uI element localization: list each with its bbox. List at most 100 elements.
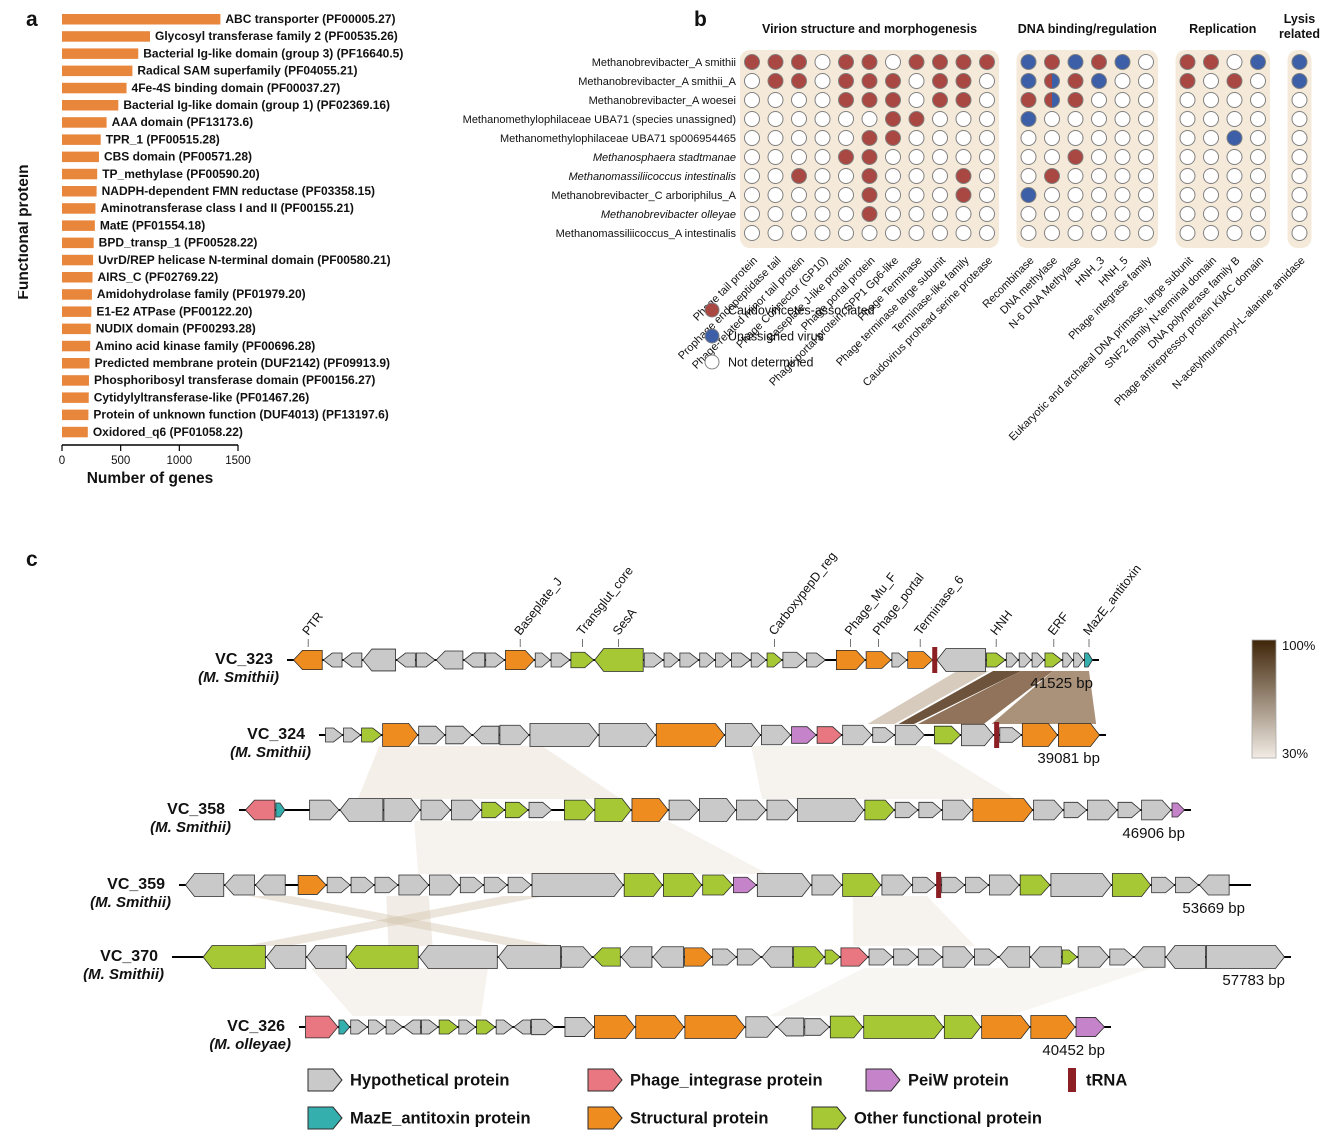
- presence-dot: [1226, 187, 1243, 203]
- gene-arrow-hyp: [485, 652, 506, 668]
- gene-arrow-hyp: [776, 1017, 805, 1037]
- gene-arrow-hyp: [445, 725, 473, 745]
- presence-dot: [932, 225, 948, 241]
- presence-dot: [1044, 187, 1060, 203]
- gene-arrow-hyp: [736, 948, 762, 966]
- group-title: DNA binding/regulation: [1018, 22, 1157, 36]
- presence-dot: [1114, 225, 1131, 241]
- presence-dot: [1091, 73, 1107, 89]
- presence-dot: [885, 225, 901, 241]
- bar-label: Bacterial Ig-like domain (group 1) (PF02…: [123, 98, 390, 112]
- gene-arrow-oth: [202, 945, 266, 969]
- gene-arrow-oth: [592, 947, 621, 967]
- gene-arrow-hyp: [184, 873, 225, 897]
- synteny-ribbon: [310, 968, 488, 1016]
- gene-arrow-str: [836, 649, 866, 671]
- presence-dot: [1067, 225, 1084, 241]
- bar-label: AIRS_C (PF02769.22): [98, 270, 219, 284]
- presence-dot: [814, 111, 831, 127]
- legend-label: Other functional protein: [854, 1110, 1042, 1128]
- bar-label: 4Fe-4S binding domain (PF00037.27): [132, 81, 341, 95]
- contig-name: VC_323: [215, 651, 273, 668]
- presence-dot: [1044, 130, 1060, 146]
- gene-arrow-hyp: [497, 945, 561, 969]
- legend-label: Unassigned virus: [728, 330, 824, 344]
- gene-arrow-hyp: [450, 799, 482, 821]
- presence-dot: [979, 168, 995, 184]
- contig-length: 57783 bp: [1222, 972, 1285, 989]
- presence-dot: [814, 54, 831, 70]
- presence-dot: [814, 168, 831, 184]
- contig-host: (M. Smithii): [198, 669, 279, 686]
- presence-dot: [1179, 111, 1196, 127]
- presence-dot: [1250, 149, 1266, 165]
- presence-dot: [979, 111, 995, 127]
- gene-arrow-hyp: [1005, 652, 1019, 668]
- gene-arrow-hyp: [1141, 799, 1172, 821]
- presence-dot: [979, 54, 995, 70]
- gene-arrow-hyp: [941, 876, 966, 894]
- presence-dot: [1067, 187, 1084, 203]
- presence-dot: [1291, 92, 1308, 108]
- presence-dot: [1291, 206, 1308, 222]
- presence-dot: [979, 92, 995, 108]
- gene-label: Baseplate_J: [512, 575, 565, 638]
- gene-arrow-str: [635, 1015, 685, 1039]
- x-tick-label: 1500: [225, 455, 251, 467]
- gene-arrow-oth: [933, 725, 962, 745]
- bar: [62, 151, 99, 163]
- gene-arrow-hyp: [350, 876, 375, 894]
- gene-arrow-hyp: [561, 946, 593, 968]
- gene-arrow-str: [594, 1015, 636, 1039]
- gene-arrow-hyp: [942, 799, 973, 821]
- presence-dot: [1250, 168, 1266, 184]
- presence-dot: [1020, 111, 1037, 127]
- gene-arrow-hyp: [1050, 873, 1112, 897]
- presence-dot: [1138, 168, 1154, 184]
- presence-dot: [1020, 225, 1037, 241]
- presence-dot: [1179, 187, 1196, 203]
- gene-arrow-hyp: [459, 876, 484, 894]
- gene-arrow-hyp: [1151, 876, 1176, 894]
- presence-dot: [955, 111, 972, 127]
- presence-dot: [1020, 168, 1037, 184]
- gene-arrow-hyp: [499, 724, 530, 746]
- legend-dot-U: [704, 328, 720, 344]
- gene-arrow-hyp: [403, 1019, 421, 1035]
- presence-dot: [885, 187, 901, 203]
- gene-arrow-hyp: [265, 945, 307, 969]
- presence-dot: [1044, 225, 1060, 241]
- legend-label: PeiW protein: [908, 1072, 1009, 1090]
- gene-arrow-oth: [824, 949, 841, 965]
- presence-dot: [1067, 206, 1084, 222]
- bar: [62, 375, 89, 386]
- presence-dot-mixed: [1044, 92, 1052, 108]
- gene-arrow-oth: [504, 801, 529, 819]
- presence-dot: [932, 130, 948, 146]
- presence-dot: [791, 92, 807, 108]
- gene-arrow-hyp: [1077, 946, 1110, 968]
- gene-arrow-hyp: [1175, 876, 1200, 894]
- gene-arrow-str: [865, 651, 892, 669]
- gene-arrow-hyp: [652, 946, 684, 968]
- presence-dot: [838, 206, 854, 222]
- gene-arrow-hyp: [398, 874, 430, 896]
- contig-host: (M. Smithii): [230, 744, 311, 761]
- presence-dot: [1067, 73, 1084, 89]
- gene-arrow-hyp: [254, 874, 286, 896]
- gene-arrow-hyp: [362, 648, 396, 672]
- contig-length: 46906 bp: [1122, 825, 1185, 842]
- presence-dot: [1291, 168, 1308, 184]
- presence-dot: [1226, 206, 1243, 222]
- gene-arrow-oth: [793, 946, 825, 968]
- group-title: Replication: [1189, 22, 1256, 36]
- colorbar-top-label: 100%: [1282, 638, 1316, 653]
- presence-dot: [861, 111, 878, 127]
- gene-arrow-hyp: [472, 725, 500, 745]
- presence-dot: [1020, 187, 1037, 203]
- gene-arrow-str: [1030, 1015, 1076, 1039]
- presence-dot: [1179, 225, 1196, 241]
- presence-dot: [767, 130, 784, 146]
- bar: [62, 134, 101, 145]
- bar: [62, 272, 93, 283]
